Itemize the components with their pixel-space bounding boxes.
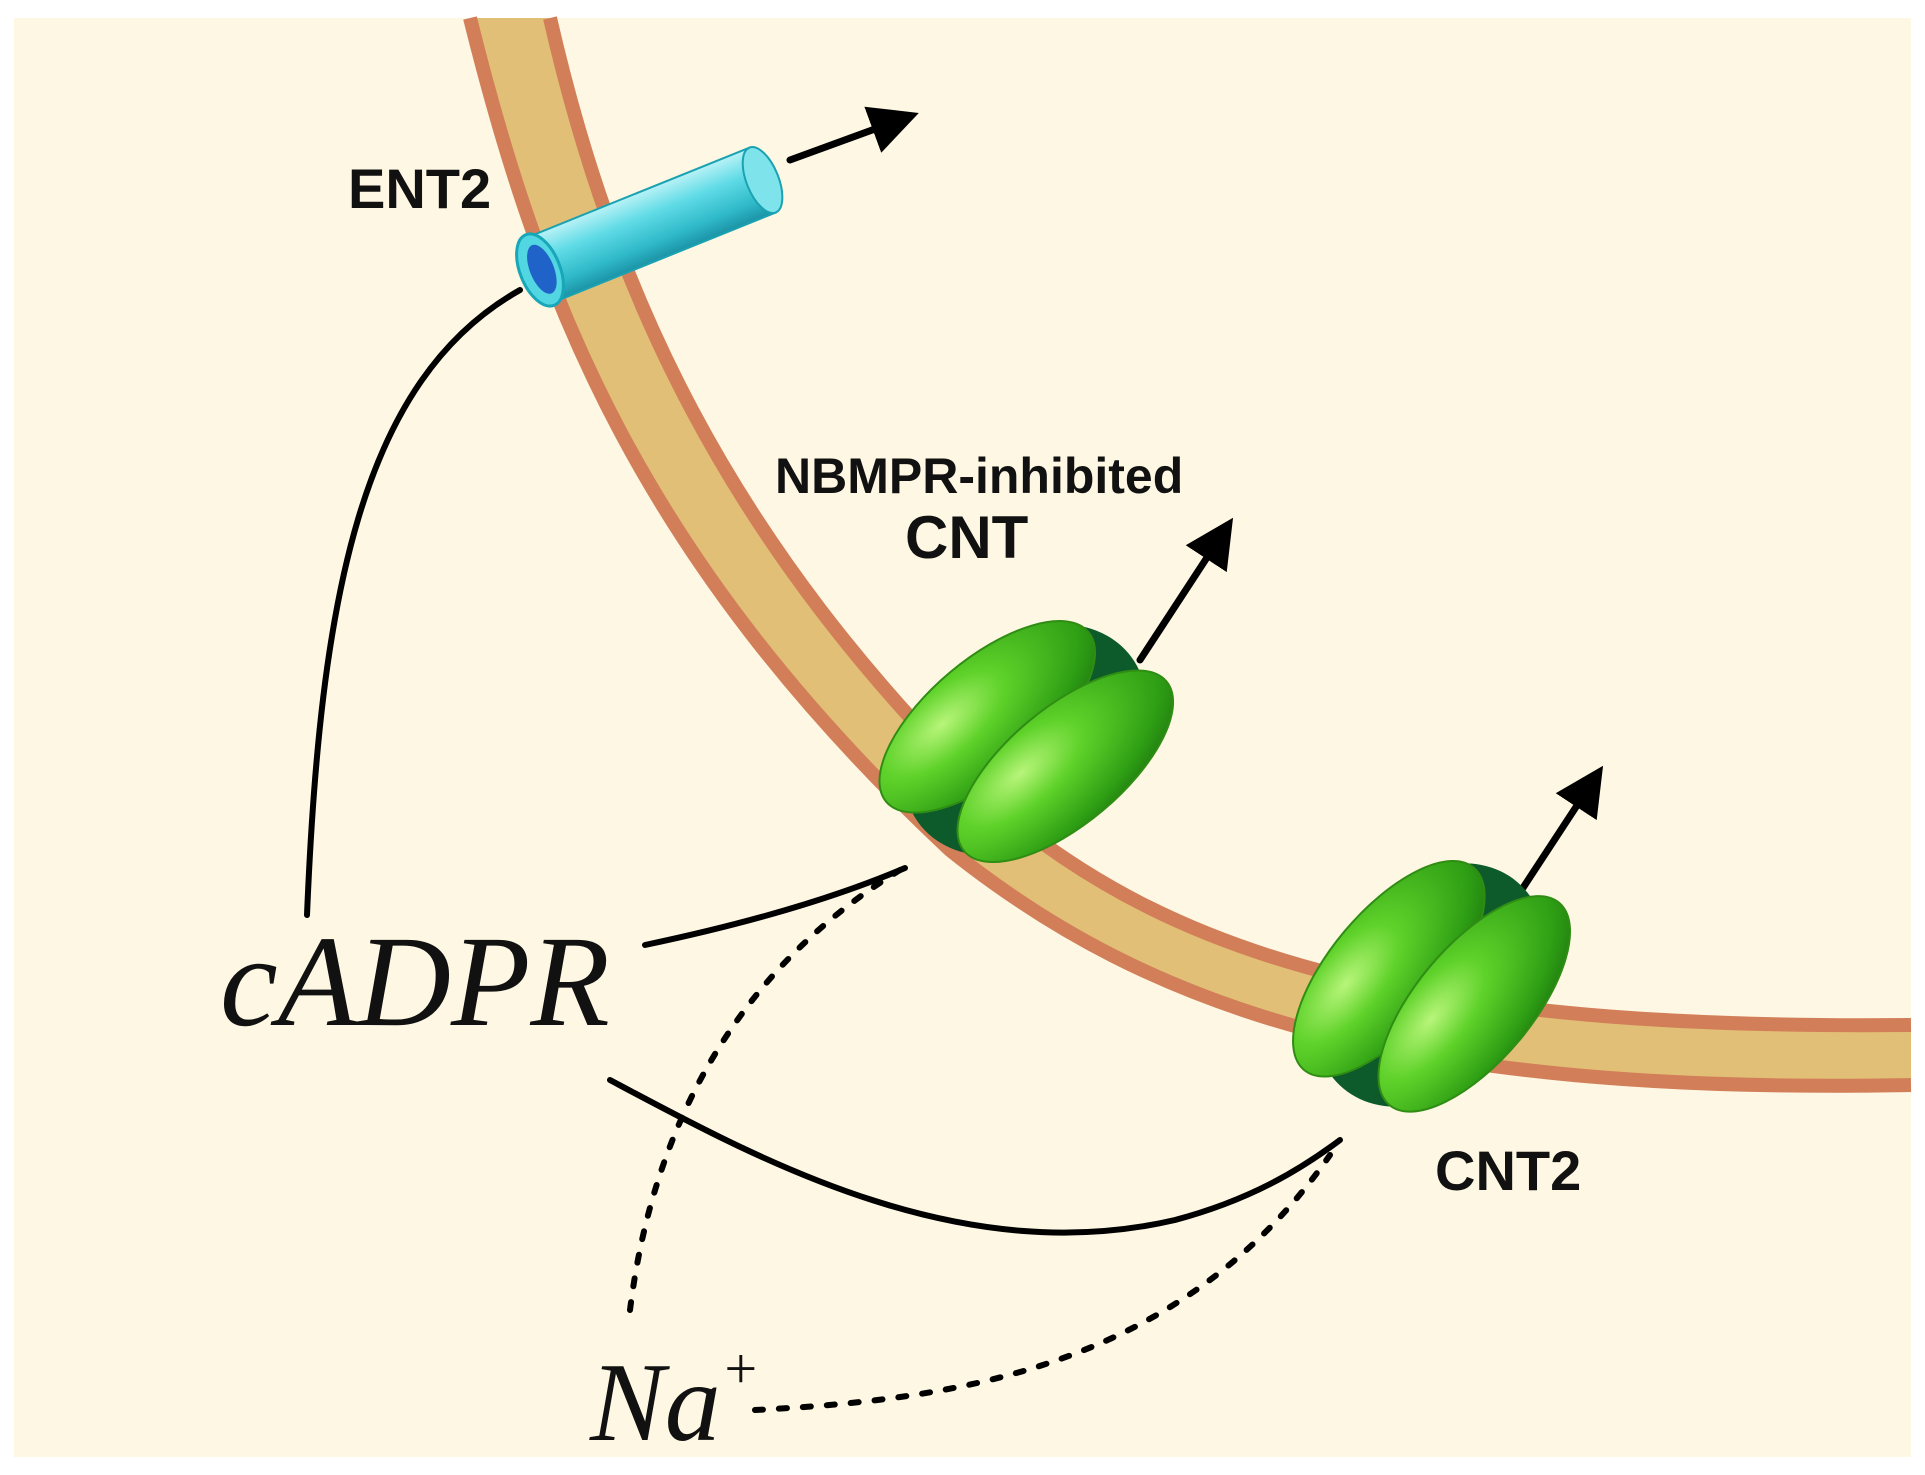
efflux-arrows: [786, 106, 1604, 904]
sodium-label-text: Na: [589, 1341, 721, 1465]
sodium-superscript: +: [721, 1336, 760, 1401]
transport-paths: [304, 287, 1343, 1236]
na-to-cnt2-path: [752, 1152, 1333, 1413]
cnt-arrow: [1136, 517, 1234, 664]
sodium-paths: [627, 867, 1333, 1413]
ent2-path: [304, 287, 523, 918]
cnt2-label: CNT2: [1435, 1139, 1581, 1202]
ent2-arrow: [786, 106, 919, 164]
cadpr-label: cADPR: [220, 910, 610, 1054]
cnt-transporter-icon: [878, 620, 1175, 864]
sodium-label: Na+: [589, 1336, 760, 1465]
ent2-channel-icon: [515, 146, 784, 308]
ent2-label: ENT2: [348, 157, 491, 220]
nbmpr-label: NBMPR-inhibited: [775, 448, 1183, 504]
cnt-label: CNT: [905, 504, 1028, 571]
cnt2-path: [607, 1077, 1343, 1236]
cnt2-arrow: [1511, 765, 1604, 904]
cnt-path: [642, 865, 908, 948]
cnt2-transporter-icon: [1292, 859, 1572, 1113]
